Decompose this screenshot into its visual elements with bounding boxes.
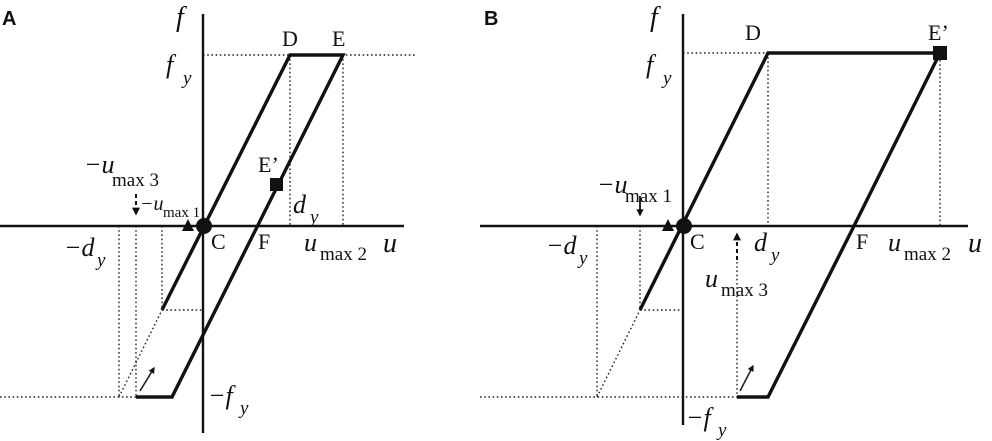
panel-b-e-prime-square [933,46,947,60]
panel-b-u-axis-label: u [968,228,982,259]
panel-b-neg-umax1-sub: max 1 [625,186,672,207]
panel-b-neg-umax1-label: −u [597,170,628,199]
panel-b-point-e-prime-label: E’ [928,20,949,45]
panel-b-neg-dy-label: −d [546,231,578,260]
panel-a-u-axis-label: u [383,228,397,259]
panel-a-point-f-label: F [258,229,270,254]
panel-a-umax2-label: u [304,228,317,257]
panel-b-fy-sub: y [661,68,672,89]
panel-a-point-e-prime-label: E’ [258,152,279,177]
panel-b-point-d-label: D [745,20,761,45]
panel-a-dy-label: d [293,190,307,219]
panel-a-point-c-dot [196,218,212,234]
panel-b-point-c-label: C [690,229,705,254]
panel-a-point-d-label: D [282,26,298,51]
panel-b-point-f-label: F [856,229,868,254]
panel-b-hysteresis-loop [638,51,943,399]
panel-a-e-prime-square [270,178,283,191]
panel-b: B f u f y −f [480,2,982,441]
panel-a-neg-dy-sub: y [95,250,106,271]
panel-b-neg-fy-label: −f [686,403,715,432]
panel-a-umax2-sub: max 2 [320,244,367,265]
panel-a-hysteresis-loop [136,53,346,399]
panel-b-umax1-triangle-icon [662,219,674,231]
panel-b-f-axis-label: f [650,2,661,33]
panel-b-dy-label: d [754,228,768,257]
panel-a-tag: A [2,8,16,30]
panel-a-arrow-icon [139,366,155,392]
panel-a-f-axis-label: f [176,2,187,33]
panel-a: A f u f y −f y [0,2,415,433]
panel-b-tag: B [484,8,498,30]
panel-b-umax3-label: u [705,264,718,293]
panel-b-umax2-label: u [888,228,901,257]
panel-b-reference-lines [480,52,941,398]
panel-b-umax2-sub: max 2 [904,244,951,265]
panel-a-fy-label: f [166,50,177,79]
panel-a-neg-umax1-sub: max 1 [163,205,200,221]
panel-a-neg-umax1-label: −u [140,193,164,215]
panel-b-arrow-icon [739,364,754,392]
panel-a-neg-fy-sub: y [238,398,249,419]
panel-a-neg-umax3-sub: max 3 [112,170,159,191]
panel-b-point-c-dot [676,218,692,234]
panel-b-fy-label: f [646,50,657,79]
panel-a-neg-fy-label: −f [208,381,237,410]
panel-a-fy-sub: y [181,68,192,89]
panel-b-umax3-sub: max 3 [721,280,768,301]
panel-a-neg-dy-label: −d [64,233,96,262]
panel-a-neg-umax3-label: −u [84,150,115,179]
panel-b-dy-sub: y [769,245,780,266]
panel-a-point-c-label: C [211,229,226,254]
panel-a-umax1-triangle-icon [182,219,194,231]
panel-a-dy-sub: y [308,207,319,228]
panel-b-neg-dy-sub: y [577,248,588,269]
panel-a-point-e-label: E [332,26,345,51]
panel-b-neg-fy-sub: y [716,420,727,441]
